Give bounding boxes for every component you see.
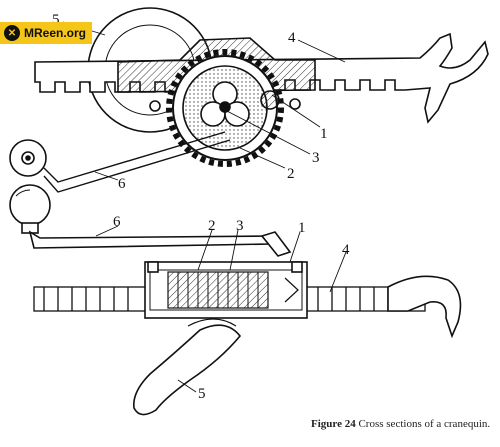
- top-label-5: 5: [52, 12, 60, 28]
- top-section: [9, 7, 489, 193]
- watermark-badge: ✕ MReen.org: [0, 22, 92, 44]
- bottom-label-2: 2: [208, 218, 216, 234]
- watermark-text: MReen.org: [24, 26, 87, 40]
- watermark-logo-icon: ✕: [4, 25, 20, 41]
- trefoil-pinion: [200, 81, 250, 127]
- top-label-6: 6: [118, 176, 126, 192]
- lever-handle: [133, 324, 242, 416]
- crank-rod-top: [43, 131, 231, 193]
- bottom-label-5: 5: [198, 386, 206, 402]
- bottom-label-4: 4: [342, 242, 350, 258]
- top-label-2: 2: [287, 166, 295, 182]
- top-label-1: 1: [320, 126, 328, 142]
- crank-knob-bottom: [9, 184, 51, 226]
- bottom-label-6: 6: [113, 214, 121, 230]
- bottom-label-3: 3: [236, 218, 244, 234]
- rack-hook: [387, 275, 462, 339]
- caption-figure-number: Figure 24: [311, 418, 356, 430]
- top-label-3: 3: [312, 150, 320, 166]
- top-label-4: 4: [288, 30, 296, 46]
- small-pinion: [260, 90, 280, 110]
- bottom-section: [9, 184, 462, 416]
- bottom-label-1: 1: [298, 220, 306, 236]
- caption-text: Cross sections of a cranequin.: [358, 418, 491, 430]
- figure-caption: Figure 24 Cross sections of a cranequin.: [311, 418, 490, 430]
